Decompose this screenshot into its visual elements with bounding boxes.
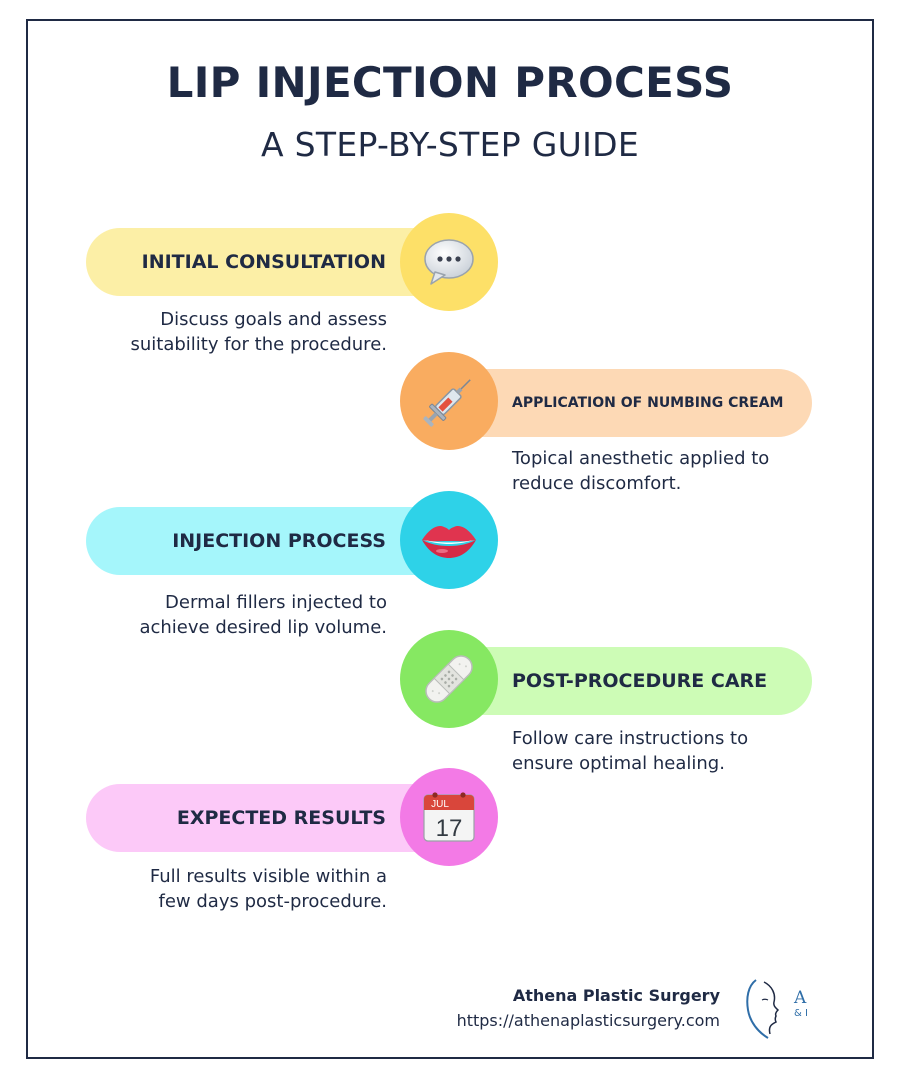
step-1-pill: INITIAL CONSULTATION [86,228,466,296]
footer-company-name: Athena Plastic Surgery [512,986,720,1005]
step-4-description: Follow care instructions to ensure optim… [512,726,812,776]
syringe-icon [423,379,471,427]
step-4-circle [400,630,498,728]
step-2-description-line-2: reduce discomfort. [512,473,682,494]
step-2-title: APPLICATION OF NUMBING CREAM [512,395,784,411]
step-5-description: Full results visible within a few days p… [86,864,387,914]
footer-website-link[interactable]: https://athenaplasticsurgery.com [456,1011,720,1030]
calendar-month: JUL [431,799,449,810]
step-1-description: Discuss goals and assess suitability for… [86,307,387,357]
face-profile-icon [746,979,780,1039]
step-1-description-line-2: suitability for the procedure. [130,334,387,355]
step-5-description-line-2: few days post-procedure. [158,891,387,912]
step-2-description: Topical anesthetic applied to reduce dis… [512,446,812,496]
step-5-title: EXPECTED RESULTS [176,807,386,829]
lips-icon [422,526,476,558]
logo-subtext: & I [794,1008,808,1019]
step-3-title: INJECTION PROCESS [172,530,386,552]
step-3-description: Dermal fillers injected to achieve desir… [86,590,387,640]
step-2-circle [400,352,498,450]
step-4-title: POST-PROCEDURE CARE [512,670,768,692]
step-5-circle: JUL 17 [400,768,498,866]
step-1-description-line-1: Discuss goals and assess [160,309,387,330]
speech-bubble-icon [424,239,474,285]
step-3-circle [400,491,498,589]
step-5-description-line-1: Full results visible within a [149,866,387,887]
logo-letter: A [794,988,807,1008]
step-3-description-line-1: Dermal fillers injected to [165,592,387,613]
page-subtitle: A STEP-BY-STEP GUIDE [261,125,639,164]
company-logo: A & I [742,976,812,1042]
bandage-icon [425,655,473,703]
page-title: LIP INJECTION PROCESS [166,58,734,107]
calendar-icon: JUL 17 [423,792,475,842]
step-1-circle [400,213,498,311]
step-4-description-line-2: ensure optimal healing. [512,753,725,774]
step-4-description-line-1: Follow care instructions to [512,728,749,749]
step-2-description-line-1: Topical anesthetic applied to [512,448,770,469]
step-1-title: INITIAL CONSULTATION [141,251,386,273]
step-3-description-line-2: achieve desired lip volume. [139,617,387,638]
step-3-pill: INJECTION PROCESS [86,507,466,575]
calendar-day: 17 [436,815,463,842]
